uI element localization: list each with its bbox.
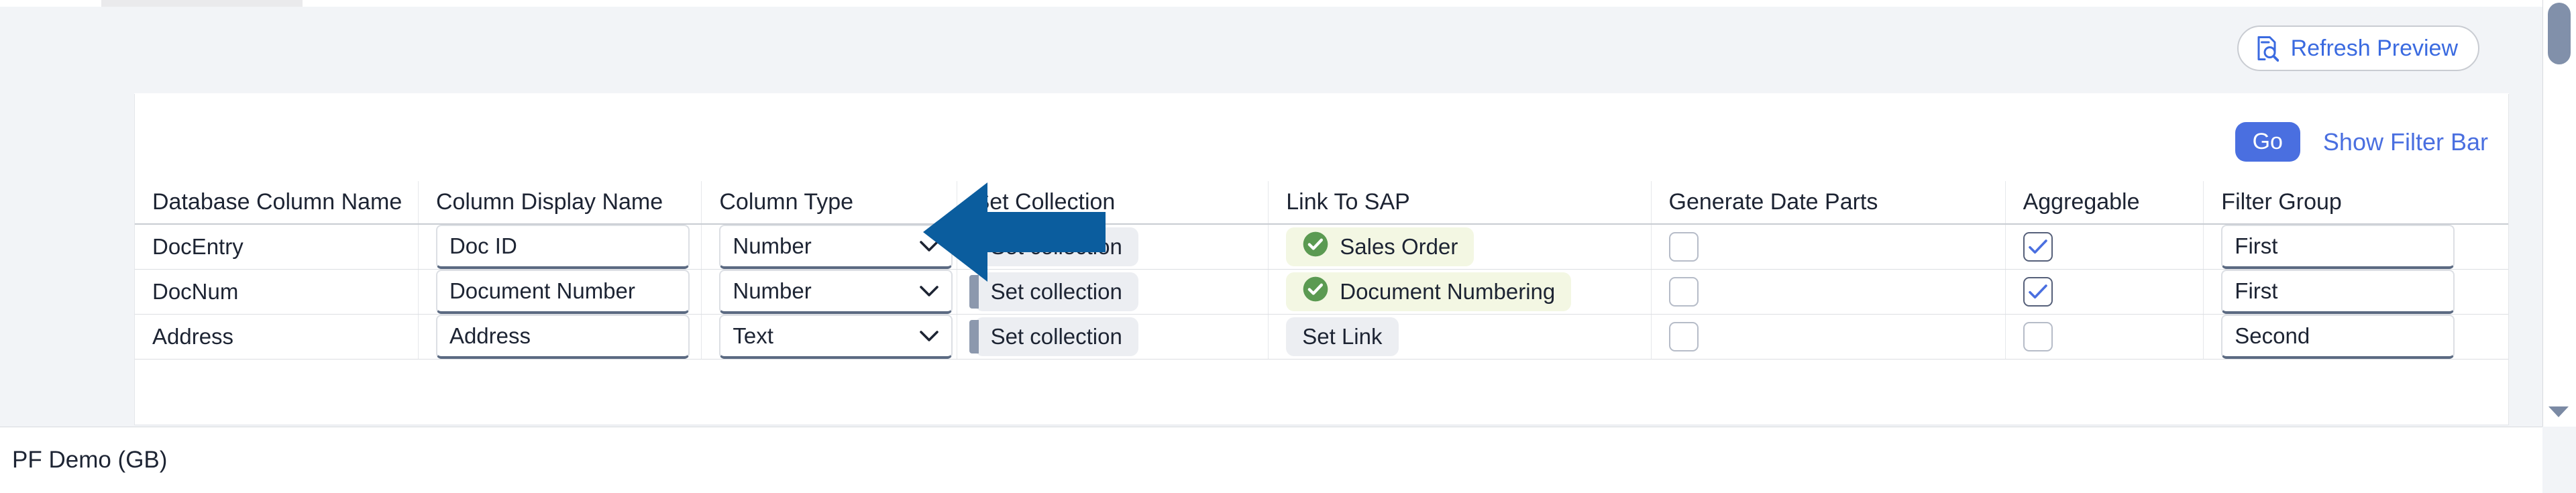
columns-config-card: Go Show Filter Bar Database Column Name … [134, 94, 2509, 425]
header-link-to-sap[interactable]: Link To SAP [1268, 181, 1652, 225]
header-generate-date-parts[interactable]: Generate Date Parts [1651, 181, 2006, 225]
cell-filter-group: First [2203, 224, 2508, 270]
header-filter-group[interactable]: Filter Group [2203, 181, 2508, 225]
column-type-value: Number [733, 233, 812, 258]
table-row: DocEntry Doc ID Number Set collect [135, 224, 2508, 270]
set-collection-button[interactable]: Set collection [969, 227, 1138, 266]
column-type-select[interactable]: Number [719, 270, 953, 314]
scroll-down-arrow-icon[interactable] [2548, 406, 2569, 417]
chevron-down-icon [919, 285, 939, 297]
link-to-sap-label: Sales Order [1340, 234, 1458, 259]
cell-link-to-sap: Sales Order [1268, 224, 1652, 270]
cell-link-to-sap: Document Numbering [1268, 269, 1652, 315]
check-circle-icon [1302, 231, 1329, 263]
aggregable-checkbox[interactable] [2023, 232, 2053, 262]
cell-column-type: Number [701, 269, 957, 315]
generate-date-parts-checkbox[interactable] [1668, 322, 1699, 351]
column-type-select[interactable]: Number [719, 225, 953, 269]
column-display-name-input[interactable]: Doc ID [435, 225, 690, 269]
cell-column-display-name: Doc ID [418, 224, 702, 270]
cell-aggregable [2005, 224, 2204, 270]
header-column-display-name[interactable]: Column Display Name [418, 181, 702, 225]
show-filter-bar-link[interactable]: Show Filter Bar [2322, 127, 2488, 156]
cell-column-type: Text [701, 314, 957, 360]
filter-bar-controls: Go Show Filter Bar [2235, 122, 2488, 162]
cell-generate-date-parts [1651, 269, 2006, 315]
table-row: Address Address Text Set collectio [135, 314, 2508, 360]
cell-set-collection: Set collection [957, 224, 1269, 270]
generate-date-parts-checkbox[interactable] [1668, 232, 1699, 262]
chevron-down-icon [919, 330, 939, 342]
status-bar: PF Demo (GB) [0, 427, 2542, 493]
link-to-sap-button[interactable]: Sales Order [1286, 227, 1474, 266]
columns-table: Database Column Name Column Display Name… [135, 181, 2508, 360]
go-button[interactable]: Go [2235, 122, 2300, 162]
chevron-down-icon [919, 240, 939, 252]
refresh-preview-label: Refresh Preview [2290, 35, 2458, 61]
check-icon [2028, 239, 2047, 254]
document-search-icon [2255, 35, 2279, 62]
set-collection-button[interactable]: Set collection [969, 317, 1138, 356]
vertical-scrollbar[interactable] [2542, 0, 2576, 427]
header-set-collection[interactable]: Set Collection [957, 181, 1269, 225]
column-type-value: Text [733, 323, 773, 348]
header-database-column-name[interactable]: Database Column Name [135, 181, 419, 225]
column-display-name-input[interactable]: Document Number [435, 270, 690, 314]
cell-db-column-name: Address [135, 314, 419, 360]
check-icon [2028, 284, 2047, 299]
table-header-row: Database Column Name Column Display Name… [135, 181, 2508, 225]
filter-group-input[interactable]: Second [2221, 315, 2455, 359]
set-collection-button[interactable]: Set collection [969, 272, 1138, 311]
link-to-sap-label: Document Numbering [1340, 279, 1556, 304]
tab-fragment[interactable] [101, 0, 303, 7]
check-circle-icon [1302, 276, 1329, 308]
cell-column-type: Number [701, 224, 957, 270]
refresh-preview-button[interactable]: Refresh Preview [2237, 25, 2479, 71]
cell-aggregable [2005, 314, 2204, 360]
cell-generate-date-parts [1651, 314, 2006, 360]
cell-column-display-name: Document Number [418, 269, 702, 315]
cell-set-collection: Set collection [957, 269, 1269, 315]
generate-date-parts-checkbox[interactable] [1668, 277, 1699, 307]
cell-filter-group: Second [2203, 314, 2508, 360]
cell-db-column-name: DocEntry [135, 224, 419, 270]
header-aggregable[interactable]: Aggregable [2005, 181, 2204, 225]
column-display-name-input[interactable]: Address [435, 315, 690, 359]
cell-generate-date-parts [1651, 224, 2006, 270]
set-link-button[interactable]: Set Link [1286, 317, 1399, 356]
cell-db-column-name: DocNum [135, 269, 419, 315]
cell-column-display-name: Address [418, 314, 702, 360]
link-to-sap-button[interactable]: Document Numbering [1286, 272, 1572, 311]
filter-group-input[interactable]: First [2221, 225, 2455, 269]
status-bar-text: PF Demo (GB) [12, 447, 168, 473]
header-column-type[interactable]: Column Type [701, 181, 957, 225]
table-row: DocNum Document Number Number Set [135, 269, 2508, 315]
aggregable-checkbox[interactable] [2023, 277, 2053, 307]
column-type-select[interactable]: Text [719, 315, 953, 359]
filter-group-input[interactable]: First [2221, 270, 2455, 314]
cell-aggregable [2005, 269, 2204, 315]
cell-link-to-sap: Set Link [1268, 314, 1652, 360]
column-type-value: Number [733, 278, 812, 303]
preview-toolbar: Refresh Preview [0, 7, 2542, 75]
cell-set-collection: Set collection [957, 314, 1269, 360]
scrollbar-thumb[interactable] [2548, 3, 2571, 64]
top-strip [0, 0, 2542, 7]
aggregable-checkbox[interactable] [2023, 322, 2053, 351]
cell-filter-group: First [2203, 269, 2508, 315]
